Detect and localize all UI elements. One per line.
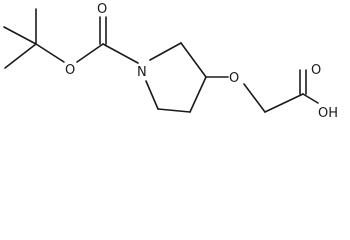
bond-tbu-to-ester-oxygen [35, 43, 65, 63]
bond-tbu-methyl-bottom [4, 43, 37, 69]
atom-label-acid-hydroxyl: OH [318, 106, 338, 121]
bond-ester-oxygen-to-carbonyl-carbon [76, 43, 104, 63]
bond-ring-c3-to-c4 [189, 76, 207, 113]
atom-label-ether-oxygen: O [229, 71, 239, 86]
pyrrolidine-ring [145, 42, 207, 113]
oxyacetic-acid-group [205, 69, 319, 113]
tert-butyl-group [3, 8, 65, 69]
bond-ring-n-to-c2 [149, 42, 182, 61]
bond-ring-c5-to-n [145, 80, 159, 110]
bond-ch2-to-acid-carbon [264, 93, 304, 113]
atom-label-ring-nitrogen: N [137, 65, 147, 80]
bond-carbonyl-carbon-to-nitrogen [102, 43, 139, 64]
bond-ether-oxygen-to-ch2 [243, 83, 266, 113]
bond-acid-carbon-to-hydroxyl [302, 93, 319, 104]
atom-label-acid-carbonyl-oxygen: O [311, 63, 321, 78]
bond-ring-c2-to-c3 [180, 42, 207, 78]
bond-tbu-methyl-left [3, 26, 37, 45]
chemical-structure-diagram: O O N O O OH [3, 2, 338, 121]
atom-label-ester-oxygen: O [65, 63, 75, 78]
atom-label-carbonyl-oxygen: O [97, 2, 107, 17]
boc-carbamate-group [76, 16, 139, 64]
bond-ring-c4-to-c5 [157, 108, 191, 113]
